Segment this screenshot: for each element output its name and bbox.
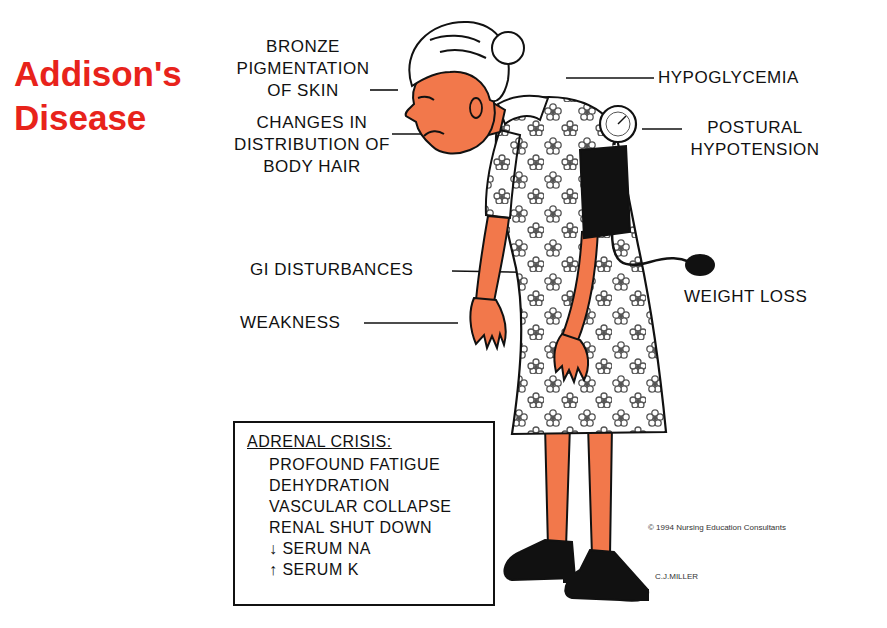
symptom-label: CHANGES IN DISTRIBUTION OF BODY HAIR bbox=[234, 112, 390, 178]
box-item: PROFOUND FATIGUE bbox=[247, 454, 483, 475]
hair bbox=[409, 22, 524, 101]
symptom-label: WEAKNESS bbox=[240, 312, 362, 334]
back-hand bbox=[554, 334, 588, 382]
box-item: DEHYDRATION bbox=[247, 475, 483, 496]
symptom-label: HYPOGLYCEMIA bbox=[658, 67, 838, 89]
front-arm bbox=[476, 216, 509, 302]
symptom-label: WEIGHT LOSS bbox=[684, 286, 854, 308]
box-item: RENAL SHUT DOWN bbox=[247, 517, 483, 538]
symptom-label: POSTURAL HYPOTENSION bbox=[680, 117, 830, 161]
title: Addison's Disease bbox=[14, 52, 224, 140]
signature: C.J.MILLER bbox=[655, 572, 735, 582]
box-item: VASCULAR COLLAPSE bbox=[247, 496, 483, 517]
front-hand bbox=[470, 298, 505, 348]
crisis-box: ADRENAL CRISIS:PROFOUND FATIGUEDEHYDRATI… bbox=[233, 421, 495, 606]
copyright-note: © 1994 Nursing Education Consultants bbox=[648, 523, 848, 533]
back-arm bbox=[562, 230, 598, 340]
symptom-label: BRONZE PIGMENTATION OF SKIN bbox=[236, 36, 370, 102]
blood-pressure-cuff bbox=[580, 106, 715, 276]
dress bbox=[496, 97, 666, 434]
shoes bbox=[504, 540, 648, 601]
legs bbox=[545, 425, 612, 556]
box-item: ↓ SERUM NA bbox=[247, 538, 483, 559]
front-sleeve bbox=[486, 130, 520, 218]
box-heading: ADRENAL CRISIS: bbox=[247, 431, 483, 452]
box-item: ↑ SERUM K bbox=[247, 559, 483, 580]
symptom-label: GI DISTURBANCES bbox=[250, 259, 450, 281]
